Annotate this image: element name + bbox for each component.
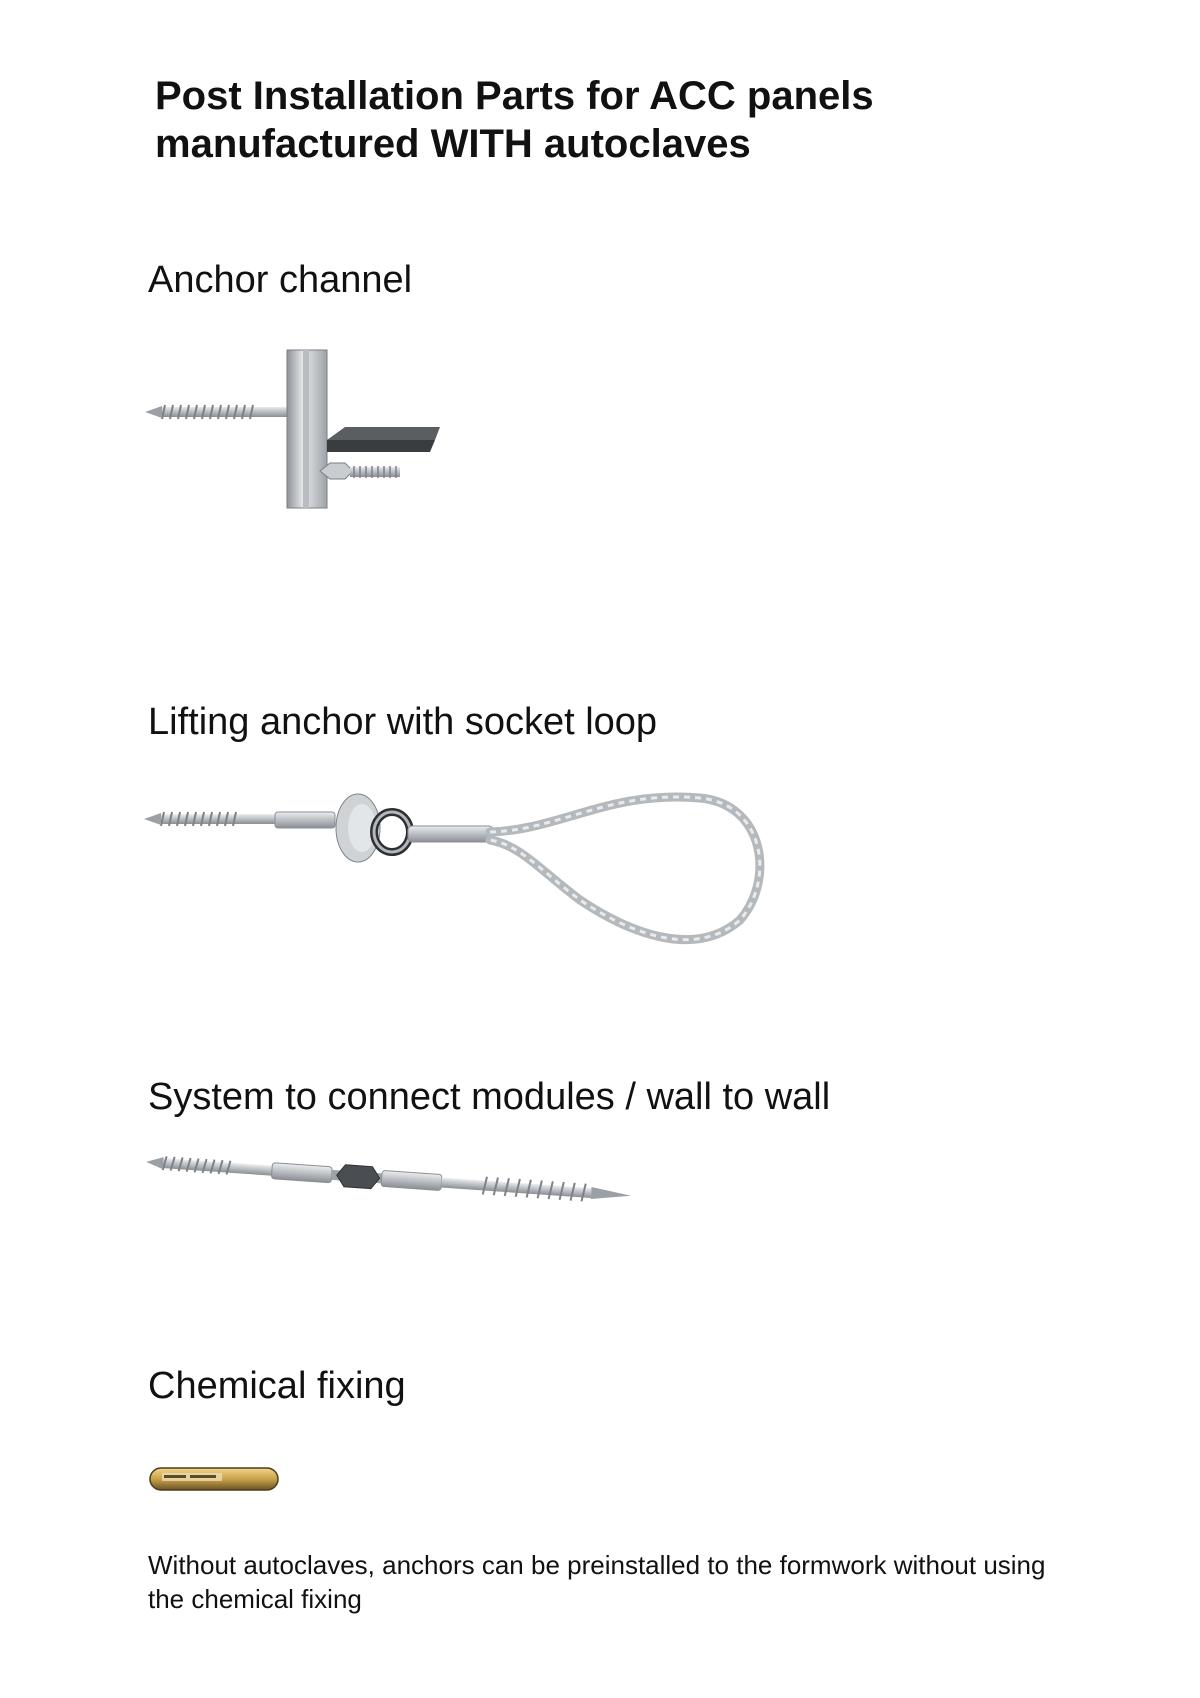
anchor-channel-bolt-icon xyxy=(145,349,440,509)
connector-rod-icon xyxy=(146,1156,632,1202)
page-title-line-1: Post Installation Parts for ACC panels xyxy=(155,74,874,118)
footnote: Without autoclaves, anchors can be prein… xyxy=(148,1548,1148,1616)
section-heading-lifting-anchor: Lifting anchor with socket loop xyxy=(148,701,658,743)
section-heading-chemical-fixing: Chemical fixing xyxy=(148,1365,406,1407)
lifting-anchor-loop-icon xyxy=(144,792,765,945)
footnote-line-2: the chemical fixing xyxy=(148,1584,362,1614)
footnote-line-1: Without autoclaves, anchors can be prein… xyxy=(148,1550,1046,1580)
section-heading-anchor-channel: Anchor channel xyxy=(148,259,413,301)
chemical-capsule-icon xyxy=(149,1467,279,1491)
page-title: Post Installation Parts for ACC panels m… xyxy=(155,72,1055,168)
section-heading-connect-modules: System to connect modules / wall to wall xyxy=(148,1076,831,1118)
page-title-line-2: manufactured WITH autoclaves xyxy=(155,122,751,166)
